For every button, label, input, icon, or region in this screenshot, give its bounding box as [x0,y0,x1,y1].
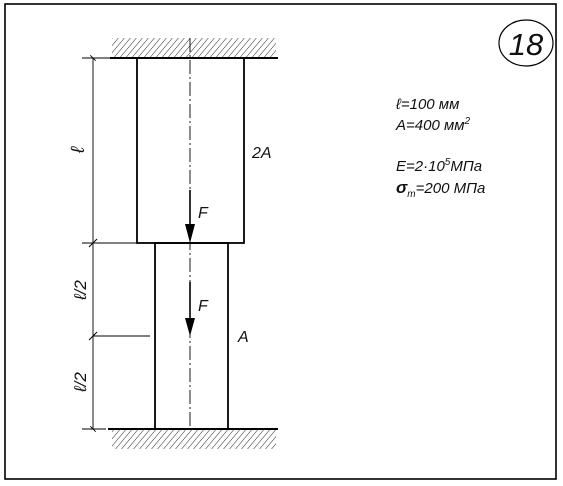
top-fixed-support [110,38,278,59]
dim-upper-length: ℓ [68,146,89,154]
param-area: A=400 мм2 [395,116,471,134]
dim-lower-half-2: ℓ/2 [71,372,90,393]
param-modulus: E=2·105МПа [396,157,482,175]
label-upper-area: 2A [251,145,272,162]
label-force-upper: F [198,205,209,222]
force-arrow-lower [185,282,195,336]
param-length: ℓ=100 мм [395,96,459,113]
param-yield-stress: σт=200 МПа [396,178,485,200]
dim-lower-half-1: ℓ/2 [71,280,90,301]
bottom-fixed-support [108,428,278,449]
force-arrow-upper [185,190,195,243]
problem-number: 18 [509,27,544,62]
sheet-frame [4,3,557,480]
label-lower-area: A [237,329,249,346]
problem-number-badge: 18 [498,19,554,67]
label-force-lower: F [198,298,209,315]
parameter-block: ℓ=100 мм A=400 мм2 E=2·105МПа σт=200 МПа [395,96,485,200]
lower-bar-segment [154,242,229,430]
